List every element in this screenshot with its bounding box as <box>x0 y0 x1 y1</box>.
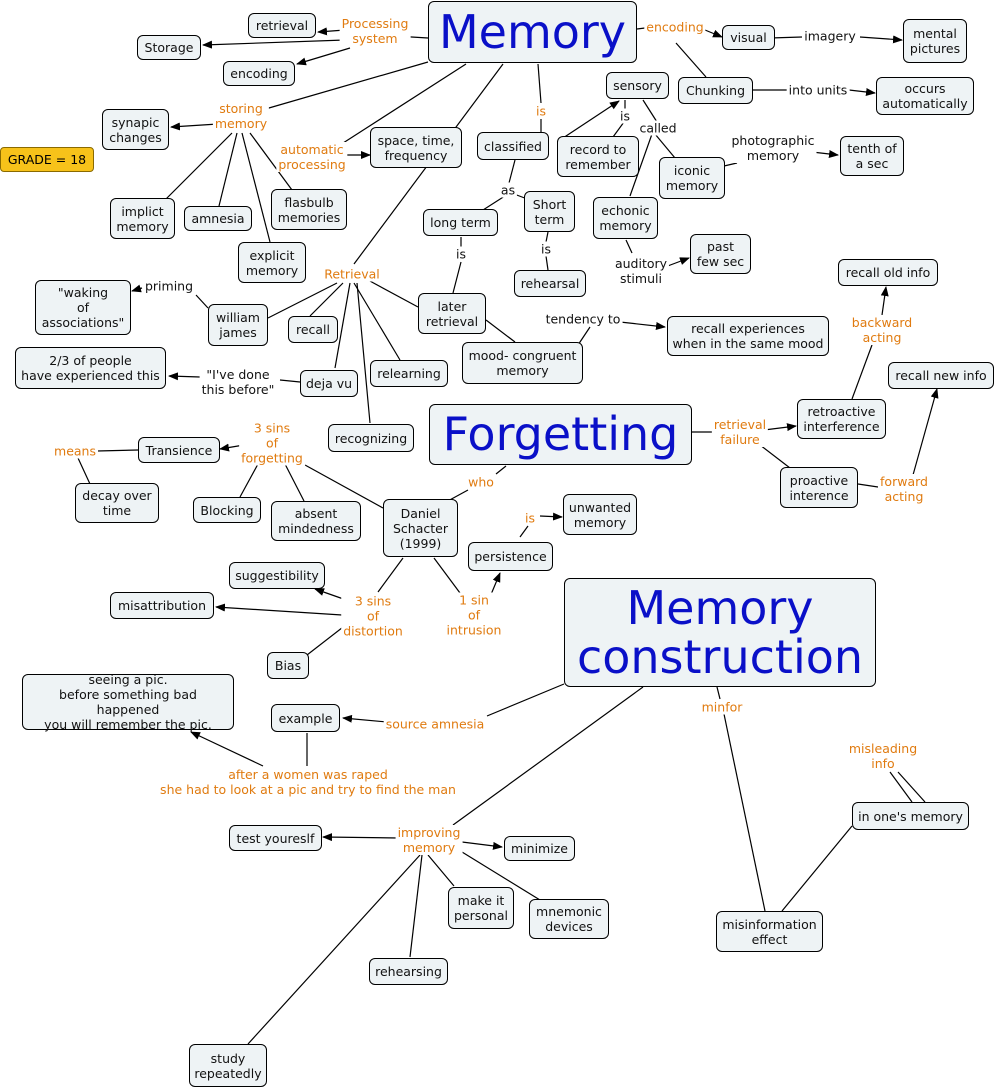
backward-acting-label: backward acting <box>849 315 915 345</box>
implicit-memory-node[interactable]: implict memory <box>110 198 175 239</box>
is-label-3: is <box>454 246 468 262</box>
amnesia-node[interactable]: amnesia <box>184 206 252 231</box>
grade-badge: GRADE = 18 <box>0 147 94 172</box>
source-amnesia-label: source amnesia <box>383 716 487 732</box>
explicit-memory-node[interactable]: explicit memory <box>238 242 306 283</box>
example-node[interactable]: example <box>271 704 340 732</box>
recognizing-node[interactable]: recognizing <box>328 424 414 452</box>
forward-acting-label: forward acting <box>878 474 930 504</box>
misleading-info-label: misleading info <box>846 741 920 771</box>
daniel-schacter-node[interactable]: Daniel Schacter (1999) <box>383 499 458 557</box>
short-term-node[interactable]: Short term <box>524 191 575 232</box>
transience-node[interactable]: Transience <box>138 437 220 463</box>
past-few-sec-node[interactable]: past few sec <box>690 234 751 274</box>
recall-old-info-node[interactable]: recall old info <box>838 259 938 286</box>
rehearsal-node[interactable]: rehearsal <box>514 270 586 297</box>
later-retrieval-node[interactable]: later retrieval <box>418 293 486 334</box>
unwanted-memory-node[interactable]: unwanted memory <box>563 494 637 535</box>
recall-node[interactable]: recall <box>288 316 338 343</box>
blocking-node[interactable]: Blocking <box>193 497 261 523</box>
minimize-node[interactable]: minimize <box>504 836 575 861</box>
two-thirds-people-node[interactable]: 2/3 of people have experienced this <box>15 347 166 389</box>
ive-done-this-before-label: "I've done this before" <box>199 367 277 397</box>
misattribution-node[interactable]: misattribution <box>110 592 214 619</box>
retrieval-node[interactable]: retrieval <box>248 13 316 38</box>
forgetting-title[interactable]: Forgetting <box>429 404 692 465</box>
improving-memory-label: improving memory <box>395 825 463 855</box>
tenth-of-a-sec-node[interactable]: tenth of a sec <box>840 136 904 176</box>
persistence-node[interactable]: persistence <box>468 542 553 571</box>
echoic-memory-node[interactable]: echonic memory <box>593 197 658 239</box>
three-sins-forgetting-label: 3 sins of forgetting <box>239 420 305 466</box>
proactive-interference-node[interactable]: proactive interence <box>780 467 858 508</box>
recall-new-info-node[interactable]: recall new info <box>888 362 994 389</box>
misinformation-effect-node[interactable]: misinformation effect <box>716 911 823 952</box>
seeing-a-pic-node[interactable]: seeing a pic. before something bad happe… <box>22 672 234 732</box>
is-label-2: is <box>618 108 632 124</box>
chunking-node[interactable]: Chunking <box>678 77 753 104</box>
is-label-4: is <box>539 241 553 257</box>
memory-construction-title[interactable]: Memory construction <box>564 578 876 687</box>
record-to-remember-node[interactable]: record to remember <box>557 136 639 177</box>
decay-over-time-node[interactable]: decay over time <box>75 483 159 523</box>
memory-title[interactable]: Memory <box>428 1 637 63</box>
encoding-node[interactable]: encoding <box>223 61 295 86</box>
relearning-node[interactable]: relearning <box>370 360 448 387</box>
in-ones-memory-node[interactable]: in one's memory <box>852 802 969 830</box>
connector-lines <box>77 27 939 1045</box>
retrieval-failure-label: retrieval failure <box>711 417 769 447</box>
space-time-frequency-node[interactable]: space, time, frequency <box>370 127 462 168</box>
means-label: means <box>52 443 98 459</box>
auditory-stimuli-label: auditory stimuli <box>612 256 670 286</box>
william-james-node[interactable]: william james <box>208 304 268 346</box>
as-label: as <box>498 182 518 198</box>
recall-experiences-node[interactable]: recall experiences when in the same mood <box>667 316 829 356</box>
photographic-memory-label: photographic memory <box>729 133 817 163</box>
sensory-node[interactable]: sensory <box>606 72 669 99</box>
visual-node[interactable]: visual <box>722 25 775 50</box>
is-label-5: is <box>523 510 537 526</box>
mood-congruent-memory-node[interactable]: mood- congruent memory <box>462 342 583 384</box>
mental-pictures-node[interactable]: mental pictures <box>903 19 967 63</box>
rehearsing-node[interactable]: rehearsing <box>369 958 448 985</box>
automatic-processing-label: automatic processing <box>276 142 348 172</box>
long-term-node[interactable]: long term <box>423 209 498 236</box>
tendency-to-label: tendency to <box>543 311 623 327</box>
test-yourself-node[interactable]: test youreslf <box>229 825 322 851</box>
retrieval-label: Retrieval <box>322 266 382 282</box>
synaptic-changes-node[interactable]: synapic changes <box>102 109 169 150</box>
three-sins-distortion-label: 3 sins of distortion <box>341 593 405 639</box>
after-a-women-label: after a women was raped she had to look … <box>158 767 458 797</box>
iconic-memory-node[interactable]: iconic memory <box>659 157 725 199</box>
suggestibility-node[interactable]: suggestibility <box>229 562 325 589</box>
processing-system-label: Processing system <box>339 16 411 46</box>
called-label: called <box>637 120 679 136</box>
make-it-personal-node[interactable]: make it personal <box>448 887 514 929</box>
storage-node[interactable]: Storage <box>137 35 201 60</box>
priming-label: priming <box>142 278 196 294</box>
study-repeatedly-node[interactable]: study repeatedly <box>189 1044 267 1087</box>
one-sin-intrusion-label: 1 sin of intrusion <box>444 592 504 638</box>
absent-mindedness-node[interactable]: absent mindedness <box>271 501 361 541</box>
retroactive-interference-node[interactable]: retroactive interference <box>797 399 886 439</box>
bias-node[interactable]: Bias <box>267 652 309 679</box>
imagery-label: imagery <box>802 28 858 44</box>
classified-node[interactable]: classified <box>477 132 549 160</box>
deja-vu-node[interactable]: deja vu <box>300 370 358 397</box>
mnemonic-devices-node[interactable]: mnemonic devices <box>529 899 609 939</box>
who-label: who <box>466 474 496 490</box>
storing-memory-label: storing memory <box>212 101 270 131</box>
flashbulb-memories-node[interactable]: flasbulb memories <box>271 189 347 230</box>
minfor-label: minfor <box>699 699 745 715</box>
into-units-label: into units <box>786 82 850 98</box>
encoding-label: encoding <box>644 19 706 35</box>
occurs-automatically-node[interactable]: occurs automatically <box>876 77 974 115</box>
waking-of-associations-node[interactable]: "waking of associations" <box>35 280 131 335</box>
is-label-1: is <box>534 103 548 119</box>
